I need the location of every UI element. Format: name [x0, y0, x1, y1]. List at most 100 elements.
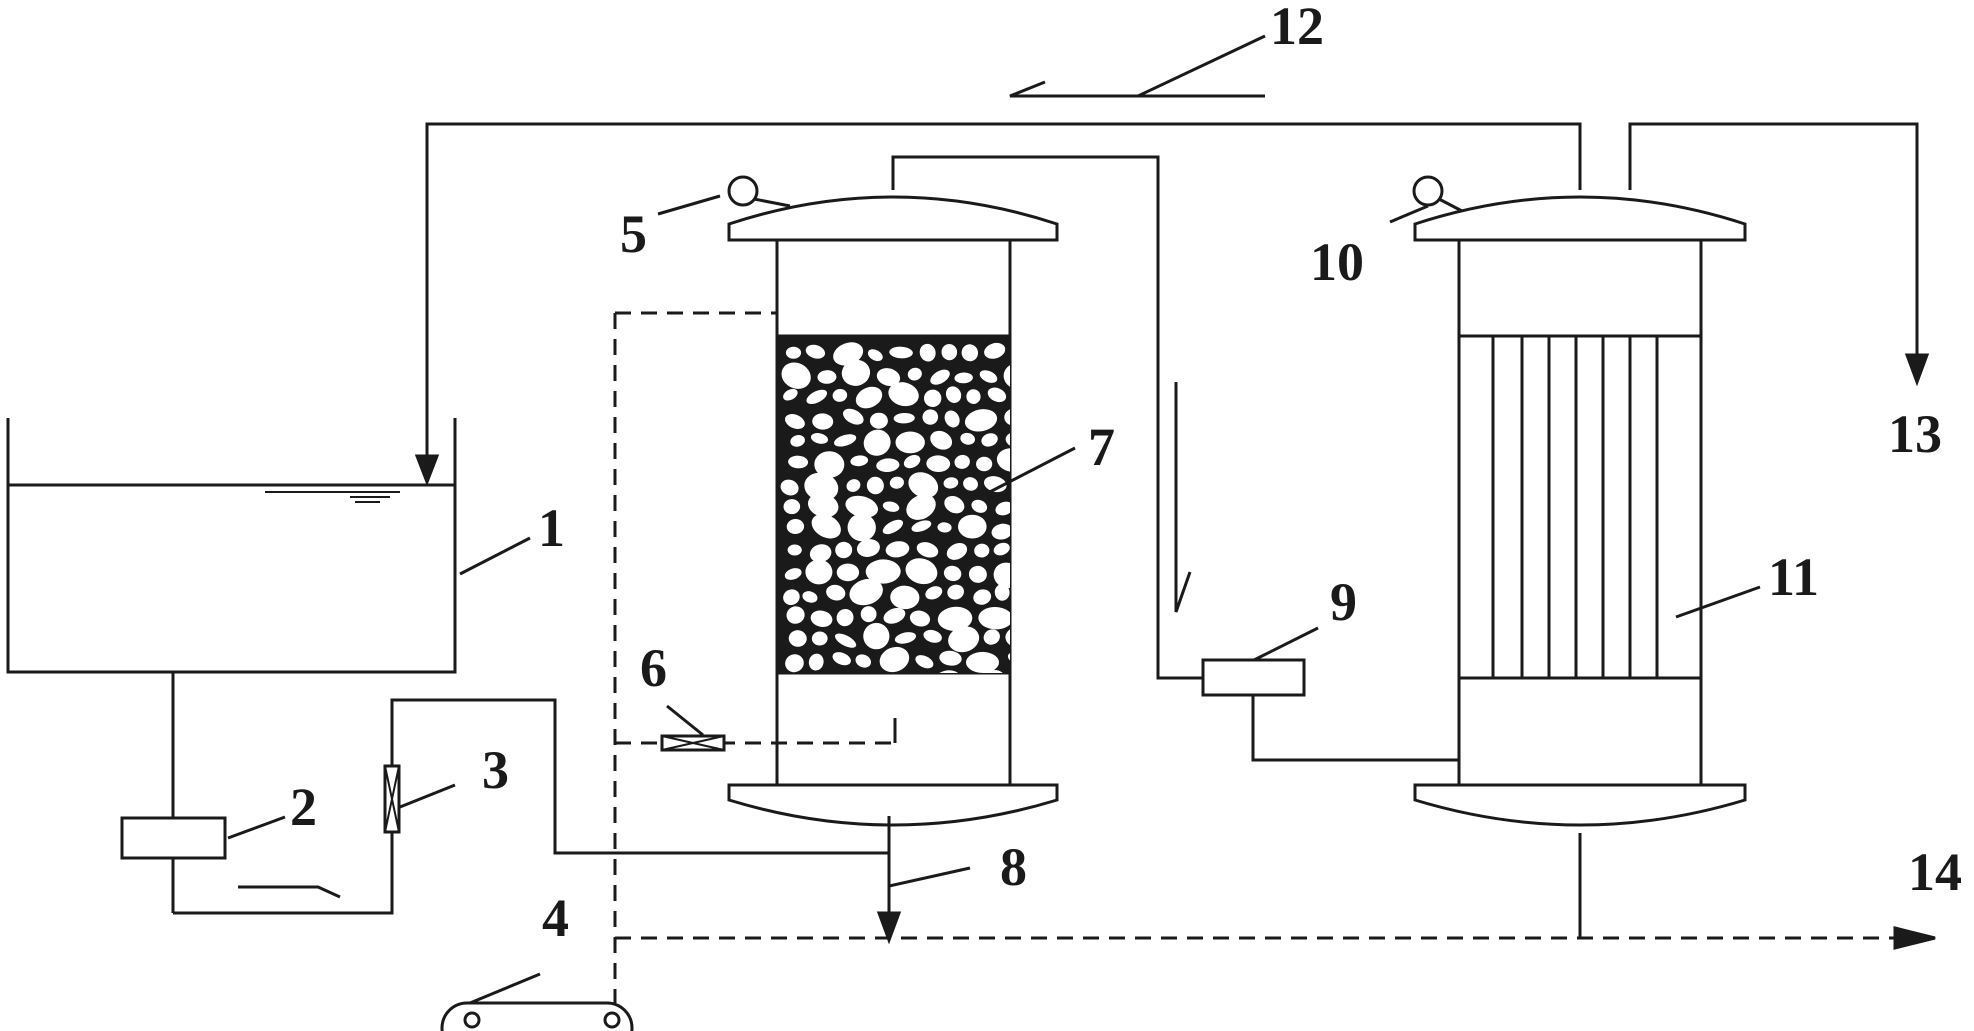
pebble [944, 495, 965, 514]
pebble [847, 513, 876, 542]
pebble [834, 434, 857, 447]
air-line [613, 311, 1900, 1003]
pebble [866, 476, 884, 495]
pebble [811, 631, 828, 646]
pebble [894, 632, 917, 644]
labels: 1 2 3 4 5 6 7 8 9 10 11 12 13 14 [290, 0, 1962, 948]
pebble [979, 370, 998, 383]
pebble [879, 646, 910, 673]
pebble [888, 382, 919, 407]
packing-media [777, 336, 1010, 691]
pebble [907, 367, 922, 381]
pressure-gauge-10 [1412, 175, 1463, 213]
label-12: 12 [1270, 0, 1324, 56]
pebble [939, 650, 962, 666]
pebble [836, 608, 854, 627]
pebble [923, 629, 942, 643]
pebble [916, 542, 939, 558]
pebble [836, 563, 860, 582]
pebble [943, 477, 959, 489]
pebble [991, 523, 1010, 540]
pebble [893, 412, 915, 424]
label-2: 2 [290, 777, 317, 837]
pebble [983, 476, 1007, 493]
pebble [816, 677, 838, 691]
pebble [926, 455, 951, 473]
pebble [814, 451, 845, 478]
pebble [809, 544, 832, 563]
pebble [785, 654, 804, 673]
pebble [890, 585, 920, 610]
pebble [860, 606, 877, 623]
pebble [996, 448, 1010, 472]
air-valve [660, 734, 726, 752]
membrane-modules [1491, 336, 1659, 678]
pebble [937, 522, 952, 533]
pebble [810, 433, 829, 444]
pebble [882, 519, 904, 535]
pebble [947, 584, 964, 600]
pebble [788, 455, 809, 469]
pebble [834, 633, 857, 648]
pebble [790, 435, 805, 447]
pebble [855, 654, 871, 668]
feed-pump [120, 816, 227, 860]
pebble [971, 499, 988, 513]
pebble [925, 586, 943, 600]
pebble [850, 455, 869, 467]
label-5: 5 [620, 204, 647, 264]
pebble [883, 607, 906, 624]
pebble [812, 413, 834, 430]
pebble [958, 514, 987, 539]
leader-lines [227, 34, 1761, 1005]
discharge-arrow [1893, 926, 1936, 950]
pebble [817, 370, 837, 384]
pebble [856, 539, 880, 557]
pebble [780, 479, 799, 496]
label-7: 7 [1088, 417, 1115, 477]
pebble [961, 344, 979, 362]
pebble [973, 589, 992, 605]
pebble [805, 559, 833, 585]
pebble [944, 410, 960, 428]
pebble [846, 479, 861, 492]
pebble [937, 606, 973, 631]
pebble [787, 544, 802, 556]
flow-valve [383, 764, 401, 834]
pebble [867, 349, 883, 362]
pebble [863, 429, 891, 456]
pebble [783, 388, 798, 401]
pebble [895, 431, 925, 454]
pebble [783, 589, 800, 606]
pebble [808, 653, 824, 671]
pebble [995, 501, 1010, 516]
label-8: 8 [1000, 837, 1027, 897]
pebble [966, 389, 981, 404]
pebble [802, 591, 818, 603]
pebble [960, 432, 975, 445]
pebble [865, 559, 901, 584]
pebble [804, 472, 839, 502]
pebble [987, 387, 1007, 403]
pebble [835, 541, 853, 559]
pebble [948, 626, 980, 653]
pebble [919, 343, 936, 362]
flow-arrow-down [1174, 382, 1192, 613]
pebble [832, 388, 848, 402]
pebble [906, 494, 936, 520]
pebble [994, 584, 1010, 601]
pebble [845, 495, 878, 518]
label-9: 9 [1330, 572, 1357, 632]
pebble [826, 584, 846, 601]
pebble [855, 386, 883, 409]
pebble [842, 408, 864, 425]
transfer-pump [1201, 658, 1459, 762]
pump-feed-line [171, 672, 889, 915]
label-13: 13 [1888, 404, 1942, 464]
pebble [876, 458, 900, 473]
pebble [963, 477, 978, 491]
pebble [993, 542, 1010, 556]
pebble [863, 622, 890, 650]
